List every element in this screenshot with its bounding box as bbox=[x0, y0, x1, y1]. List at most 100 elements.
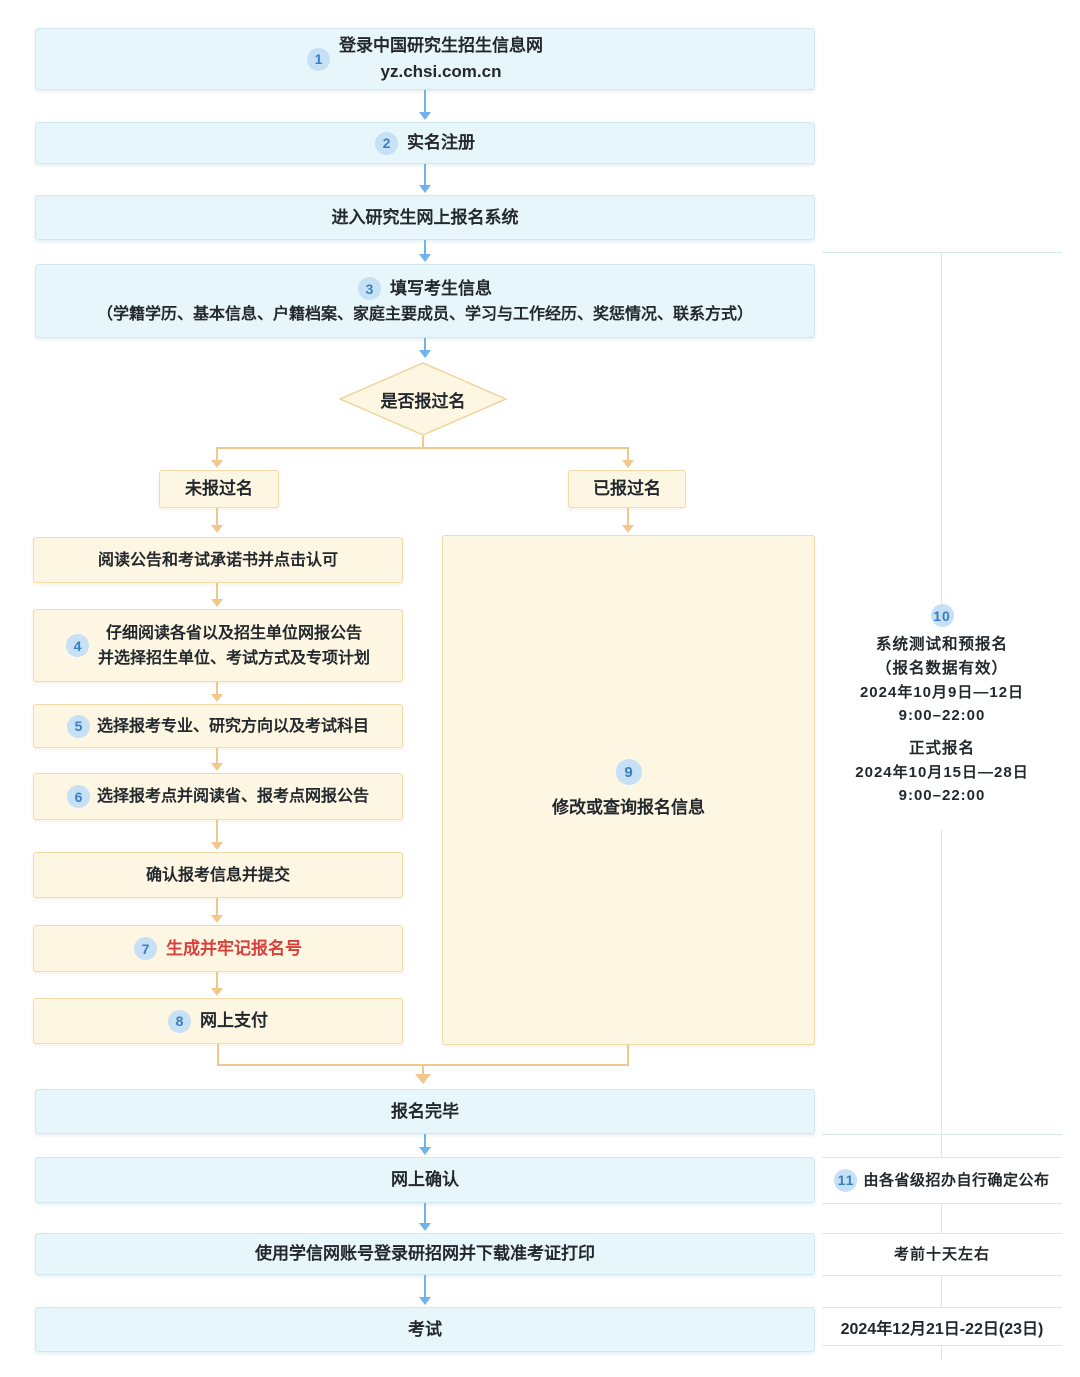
divider bbox=[822, 1307, 1062, 1308]
step-pay-online-label: 网上支付 bbox=[200, 1011, 268, 1030]
step-fill-info-box: 3 填写考生信息 （学籍学历、基本信息、户籍档案、家庭主要成员、学习与工作经历、… bbox=[35, 264, 815, 338]
step-number-badge: 3 bbox=[358, 277, 381, 300]
connector-line bbox=[217, 1064, 629, 1066]
schedule-title-pre-registration: 系统测试和预报名 bbox=[875, 636, 1008, 653]
sidebar-confirm-note: 11 由各省级招办自行确定公布 bbox=[818, 1157, 1066, 1203]
step-online-confirm-box: 网上确认 bbox=[35, 1157, 815, 1203]
divider bbox=[941, 830, 942, 1157]
schedule-time-range: 9:00–22:00 bbox=[898, 787, 986, 804]
step-exam-box: 考试 bbox=[35, 1307, 815, 1352]
arrow-down-icon bbox=[424, 1275, 426, 1297]
connector-line bbox=[217, 447, 629, 449]
arrow-down-icon bbox=[424, 1203, 426, 1223]
connector-line bbox=[217, 1044, 219, 1066]
step-number-badge: 4 bbox=[65, 634, 89, 657]
arrow-down-icon bbox=[424, 338, 426, 350]
step-number-badge: 1 bbox=[307, 47, 330, 71]
step-download-print-label: 使用学信网账号登录研招网并下载准考证打印 bbox=[255, 1244, 595, 1263]
step-finish-box: 报名完毕 bbox=[35, 1089, 815, 1134]
arrow-down-icon bbox=[216, 508, 218, 525]
step-number-badge: 7 bbox=[134, 937, 157, 960]
step-enter-system-label: 进入研究生网上报名系统 bbox=[331, 207, 519, 227]
step-remember-number-label: 生成并牢记报名号 bbox=[166, 938, 302, 958]
print-note-label: 考前十天左右 bbox=[893, 1245, 990, 1263]
arrow-down-icon bbox=[216, 972, 218, 988]
step-number-badge: 5 bbox=[66, 714, 90, 738]
divider bbox=[822, 1233, 1062, 1234]
branch-registered-label: 已报过名 bbox=[593, 479, 661, 498]
branch-not-registered-label: 未报过名 bbox=[185, 479, 253, 498]
step-enter-system-box: 进入研究生网上报名系统 bbox=[35, 195, 815, 240]
step-number-badge: 8 bbox=[168, 1009, 191, 1033]
step-fill-info-label: 填写考生信息 bbox=[390, 278, 492, 298]
connector-line bbox=[627, 1045, 629, 1066]
divider bbox=[822, 1134, 1062, 1135]
step-read-province-line2: 并选择招生单位、考试方式及专项计划 bbox=[97, 649, 370, 667]
sidebar-exam-date-note: 2024年12月21日-22日(23日) bbox=[818, 1307, 1066, 1352]
step-choose-major-box: 5 选择报考专业、研究方向以及考试科目 bbox=[33, 704, 403, 748]
step-choose-site-label: 选择报考点并阅读省、报考点网报公告 bbox=[96, 788, 369, 805]
step-read-notice-box: 阅读公告和考试承诺书并点击认可 bbox=[33, 537, 403, 583]
confirm-note-label: 由各省级招办自行确定公布 bbox=[863, 1171, 1050, 1189]
arrow-down-icon bbox=[424, 164, 426, 185]
step-read-province-line1: 仔细阅读各省以及招生单位网报公告 bbox=[105, 624, 362, 642]
arrow-down-icon bbox=[216, 748, 218, 763]
step-confirm-submit-box: 确认报考信息并提交 bbox=[33, 852, 403, 898]
step-number-badge: 9 bbox=[615, 759, 642, 785]
divider bbox=[941, 1203, 942, 1233]
step-read-notice-label: 阅读公告和考试承诺书并点击认可 bbox=[97, 551, 338, 569]
step-choose-site-box: 6 选择报考点并阅读省、报考点网报公告 bbox=[33, 773, 403, 820]
divider bbox=[822, 1157, 1062, 1158]
step-fill-info-detail: （学籍学历、基本信息、户籍档案、家庭主要成员、学习与工作经历、奖惩情况、联系方式… bbox=[96, 305, 753, 323]
sidebar-schedule-note: 10 系统测试和预报名 （报名数据有效） 2024年10月9日—12日 9:00… bbox=[826, 604, 1058, 807]
step-number-badge: 11 bbox=[834, 1168, 858, 1192]
arrow-down-icon bbox=[216, 583, 218, 599]
branch-registered-box: 已报过名 bbox=[568, 470, 686, 508]
connector-line bbox=[422, 436, 424, 447]
step-number-badge: 2 bbox=[375, 131, 398, 155]
divider bbox=[941, 252, 942, 604]
step-number-badge: 6 bbox=[66, 785, 90, 808]
step-remember-number-box: 7 生成并牢记报名号 bbox=[33, 925, 403, 972]
decision-label: 是否报过名 bbox=[380, 391, 466, 411]
step-read-province-box: 4 仔细阅读各省以及招生单位网报公告 并选择招生单位、考试方式及专项计划 bbox=[33, 609, 403, 682]
step-modify-query-box: 9 修改或查询报名信息 bbox=[442, 535, 815, 1045]
divider bbox=[822, 1345, 1062, 1346]
step-register-box: 2 实名注册 bbox=[35, 122, 815, 164]
step-modify-query-label: 修改或查询报名信息 bbox=[552, 798, 705, 817]
arrow-down-icon bbox=[216, 682, 218, 694]
arrow-down-icon bbox=[627, 508, 629, 525]
step-online-confirm-label: 网上确认 bbox=[391, 1170, 459, 1189]
divider bbox=[822, 252, 1062, 253]
divider bbox=[941, 1275, 942, 1307]
divider bbox=[822, 1203, 1062, 1204]
arrow-down-icon bbox=[415, 1074, 431, 1084]
arrow-down-icon bbox=[627, 447, 629, 460]
arrow-down-icon bbox=[424, 90, 426, 112]
arrow-down-icon bbox=[424, 240, 426, 254]
step-exam-label: 考试 bbox=[408, 1319, 442, 1339]
step-choose-major-label: 选择报考专业、研究方向以及考试科目 bbox=[96, 717, 369, 735]
schedule-date-range: 2024年10月15日—28日 bbox=[855, 764, 1029, 781]
schedule-date-range: 2024年10月9日—12日 bbox=[859, 684, 1025, 701]
exam-date-label: 2024年12月21日-22日(23日) bbox=[840, 1320, 1044, 1338]
step-confirm-submit-label: 确认报考信息并提交 bbox=[145, 866, 290, 884]
step-login-box: 1 登录中国研究生招生信息网 yz.chsi.com.cn bbox=[35, 28, 815, 90]
arrow-down-icon bbox=[216, 820, 218, 842]
diamond-shape-icon bbox=[338, 362, 508, 436]
decision-diamond: 是否报过名 bbox=[338, 361, 508, 437]
step-number-badge: 10 bbox=[930, 604, 954, 627]
step-login-label: 登录中国研究生招生信息网 bbox=[339, 36, 543, 55]
sidebar-print-note: 考前十天左右 bbox=[822, 1233, 1062, 1275]
divider bbox=[941, 1345, 942, 1360]
arrow-down-icon bbox=[216, 898, 218, 915]
connector-line bbox=[422, 1066, 424, 1074]
step-login-url: yz.chsi.com.cn bbox=[380, 62, 502, 81]
step-finish-label: 报名完毕 bbox=[391, 1101, 459, 1121]
arrow-down-icon bbox=[216, 447, 218, 460]
schedule-subtitle: （报名数据有效） bbox=[875, 660, 1008, 677]
schedule-title-official-registration: 正式报名 bbox=[908, 740, 975, 757]
step-pay-online-box: 8 网上支付 bbox=[33, 998, 403, 1044]
branch-not-registered-box: 未报过名 bbox=[159, 470, 279, 508]
